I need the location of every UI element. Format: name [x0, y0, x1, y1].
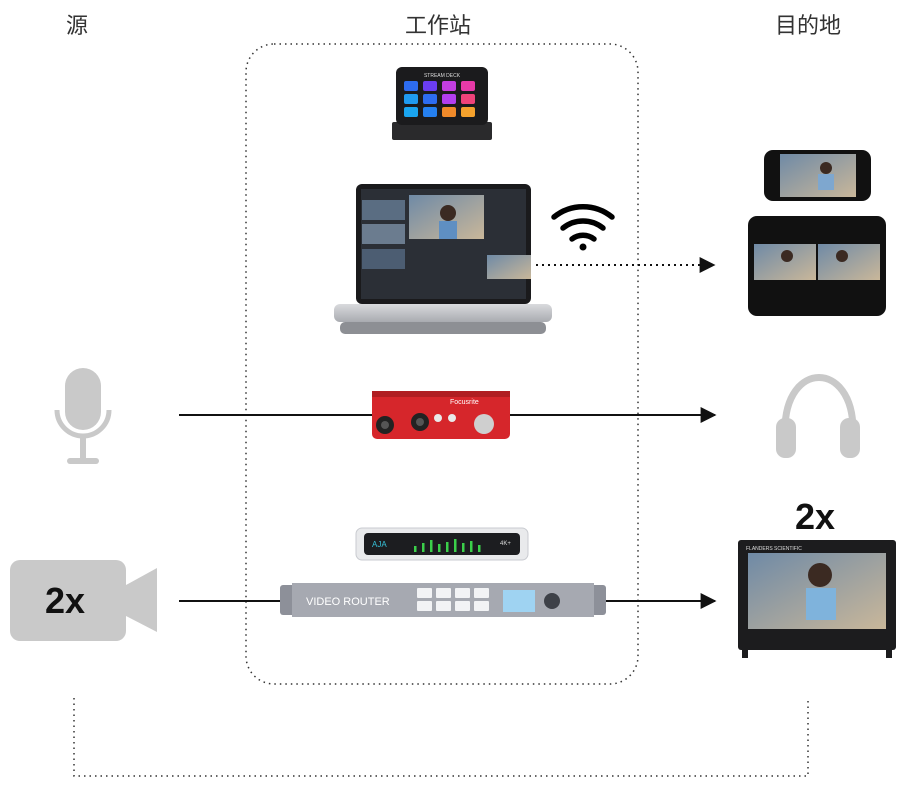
router-key — [474, 601, 489, 611]
router-key — [455, 588, 470, 598]
video-router-device: VIDEO ROUTER — [280, 583, 606, 617]
aja-level-bar — [438, 544, 441, 552]
camera-count-label: 2x — [45, 580, 86, 621]
laptop-device — [334, 184, 552, 334]
aja-level-bar — [430, 540, 433, 552]
stream-deck-label: STREAM DECK — [424, 73, 461, 79]
stream-deck-key — [442, 81, 456, 91]
router-key — [417, 588, 432, 598]
stream-deck-key — [461, 107, 475, 117]
destination-header: 目的地 — [775, 14, 842, 39]
reference-monitor-device: FLANDERS SCIENTIFIC — [738, 540, 896, 658]
stream-deck-key — [423, 94, 437, 104]
stream-deck-key — [461, 81, 475, 91]
workstation-header: 工作站 — [405, 14, 472, 39]
interface-brand-label: Focusrite — [450, 399, 479, 406]
stream-deck-key — [423, 81, 437, 91]
dotted-return-path — [73, 698, 809, 777]
stream-deck-key — [442, 94, 456, 104]
iphone-device — [764, 150, 871, 201]
router-key — [474, 588, 489, 598]
aja-level-bar — [422, 543, 425, 552]
router-key — [436, 601, 451, 611]
stream-deck-key — [461, 94, 475, 104]
wifi-icon — [551, 203, 615, 251]
router-key — [417, 601, 432, 611]
source-header: 源 — [66, 14, 89, 39]
stream-deck-key — [404, 94, 418, 104]
aja-level-bar — [462, 543, 465, 552]
headphones-icon — [776, 374, 860, 458]
router-key — [436, 588, 451, 598]
router-key — [455, 601, 470, 611]
stream-deck-key — [404, 107, 418, 117]
monitor-count-label: 2x — [795, 496, 836, 537]
stream-deck-key — [423, 107, 437, 117]
audio-interface-device: Focusrite — [372, 391, 510, 439]
stream-deck-key — [404, 81, 418, 91]
aja-level-bar — [470, 541, 473, 552]
stream-deck-key — [442, 107, 456, 117]
ipad-device — [748, 216, 886, 316]
aja-level-bar — [454, 539, 457, 552]
aja-converter-device: AJA 4K+ — [355, 527, 529, 561]
monitor-brand-label: FLANDERS SCIENTIFIC — [746, 546, 802, 552]
stream-deck-device: STREAM DECK — [392, 67, 492, 140]
aja-label: AJA — [372, 540, 387, 549]
aja-level-bar — [478, 545, 481, 552]
workstation-boundary — [245, 43, 639, 685]
aja-level-bar — [446, 542, 449, 552]
aja-badge: 4K+ — [500, 541, 511, 547]
aja-level-bar — [414, 546, 417, 552]
camera-icon — [10, 560, 157, 641]
router-label: VIDEO ROUTER — [306, 596, 390, 608]
microphone-icon — [54, 368, 112, 464]
